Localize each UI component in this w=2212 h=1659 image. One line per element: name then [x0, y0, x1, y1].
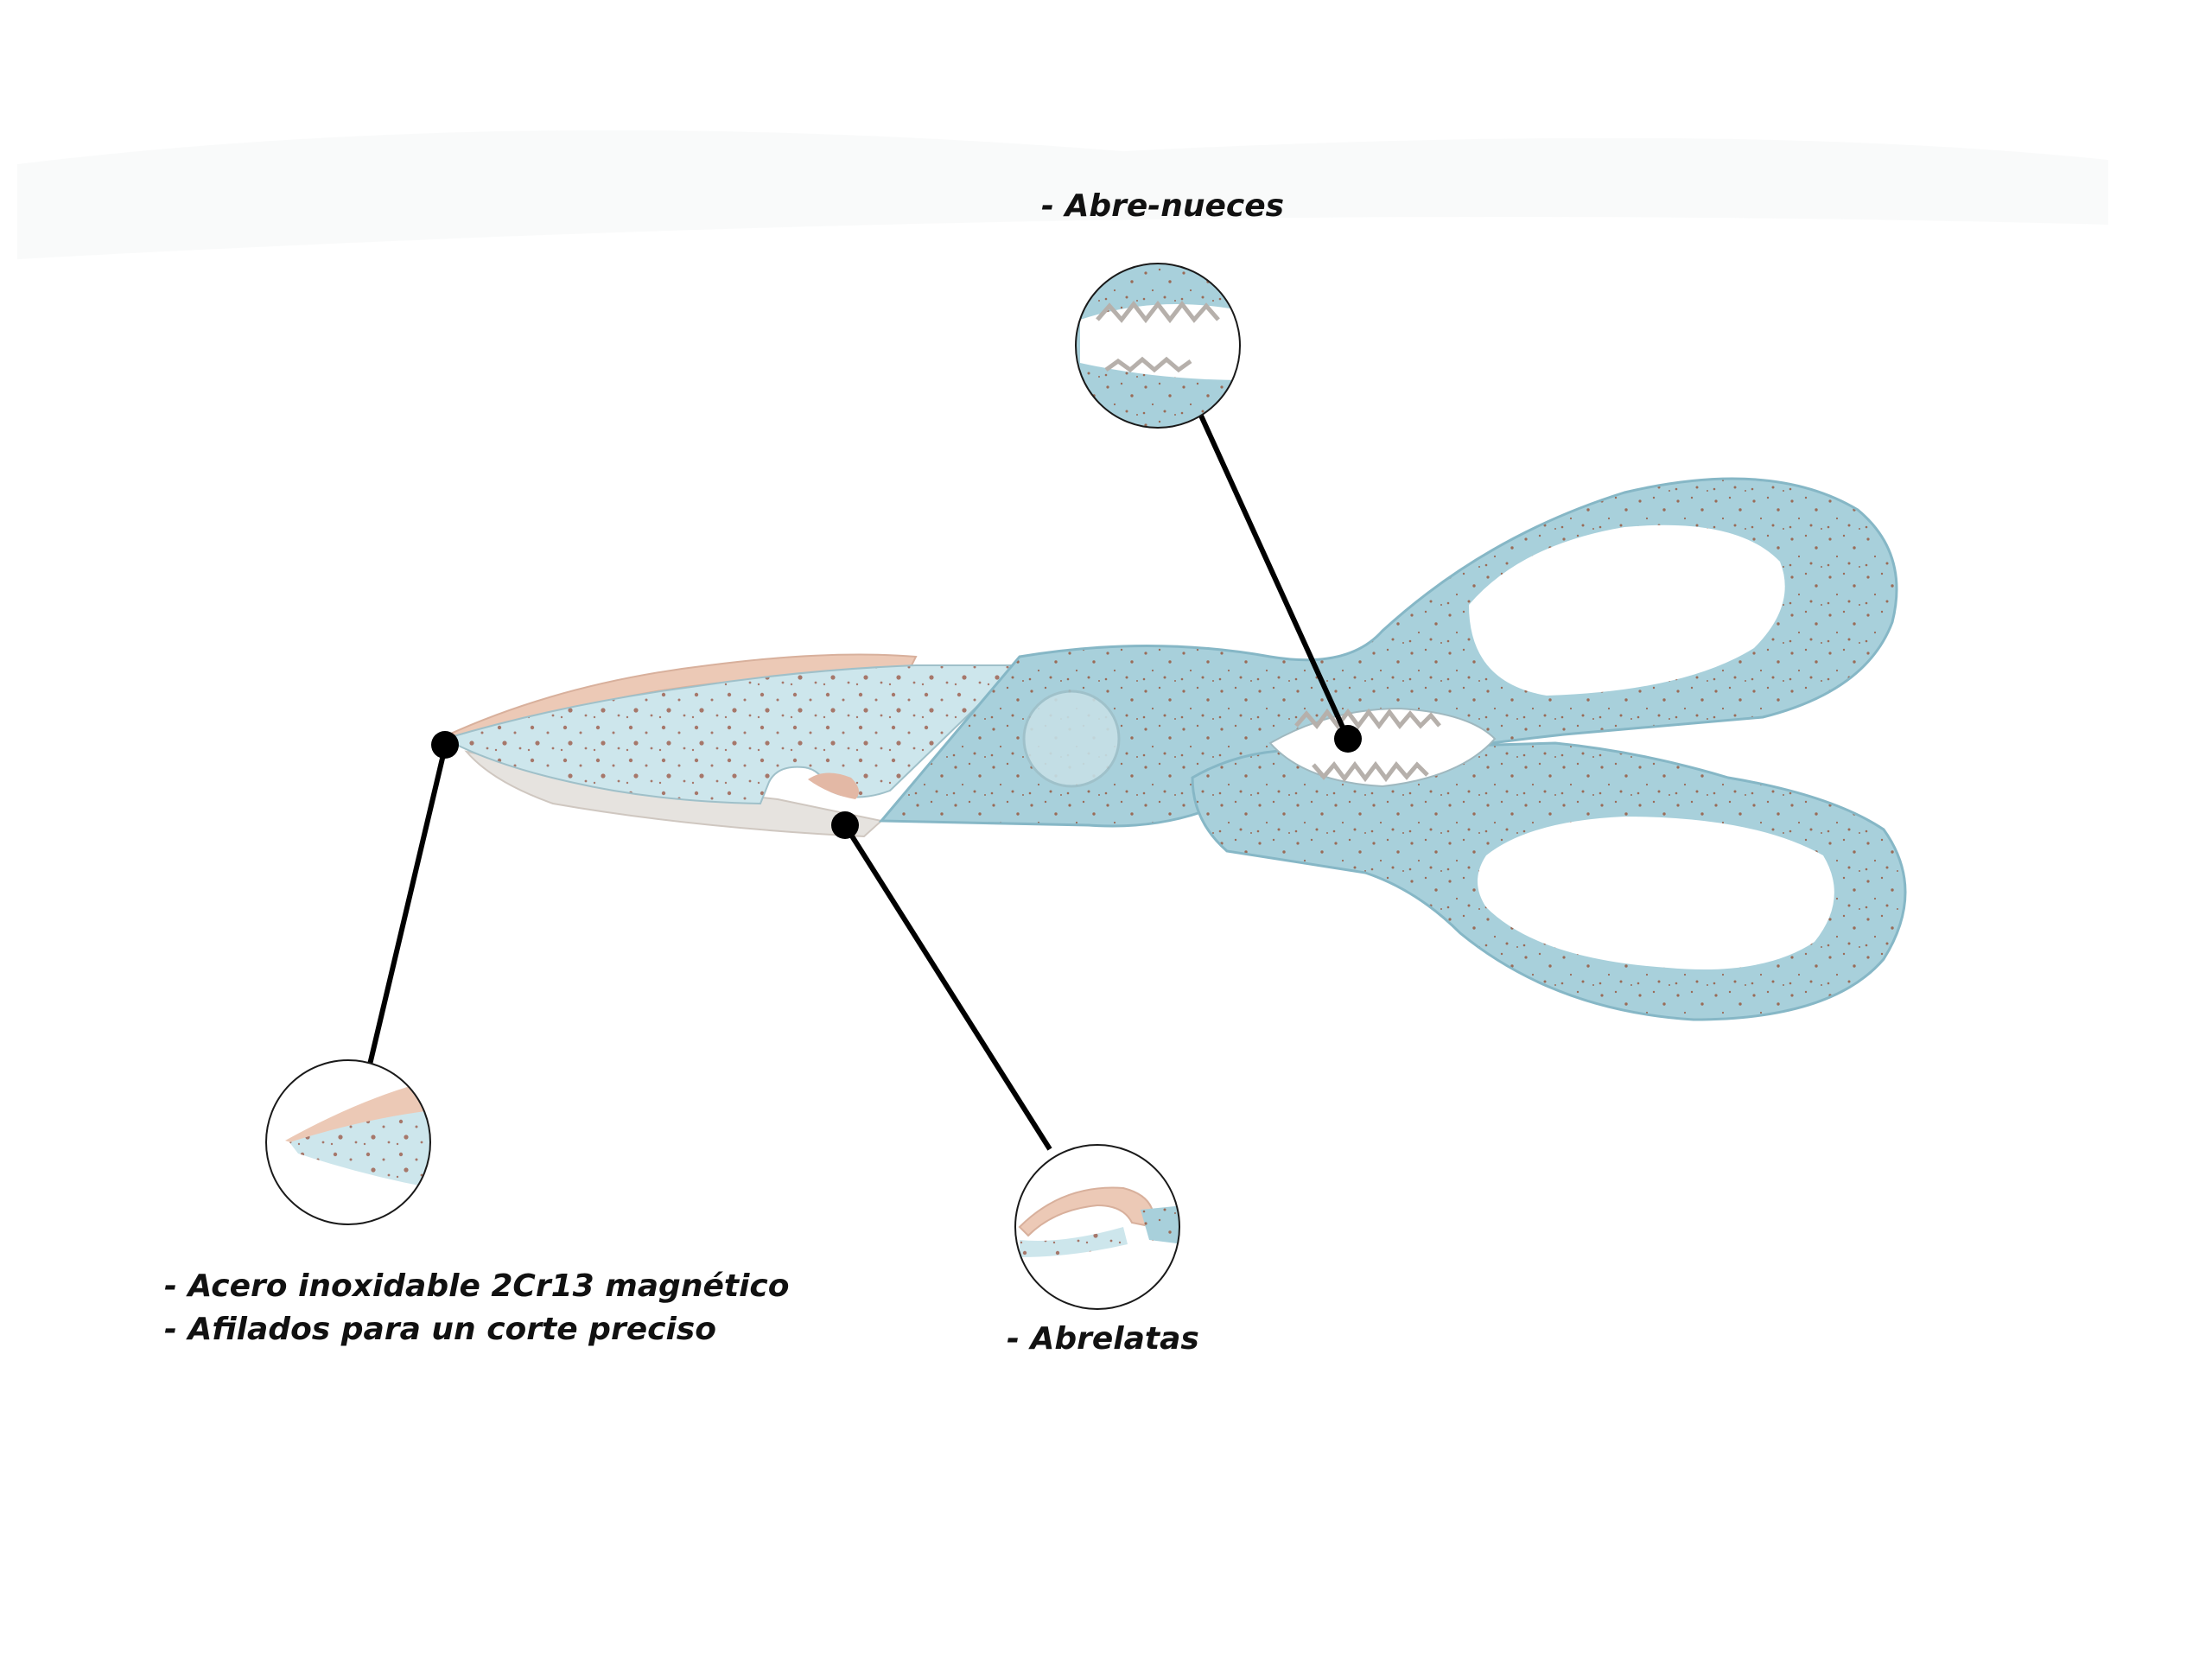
blade-sharpness-label: - Afilados para un corte preciso [164, 1312, 716, 1347]
blade-callout-line [367, 747, 448, 1065]
background-ghost [17, 130, 2108, 259]
kitchen-scissors-image [442, 477, 1907, 1021]
callout-connectors [367, 404, 1362, 1151]
lower-finger-hole [1478, 817, 1834, 969]
can-callout-line [842, 823, 1052, 1151]
pivot-rivet [1022, 690, 1121, 788]
can-opener-detail [1014, 1144, 1180, 1310]
blade-material-label: - Acero inoxidable 2Cr13 magnético [164, 1268, 790, 1304]
can-opener-label: - Abrelatas [1007, 1321, 1199, 1357]
nut-callout-line [1194, 404, 1351, 741]
blade-feature-labels: - Acero inoxidable 2Cr13 magnético - Afi… [164, 1265, 789, 1351]
nut-cracker-detail [1075, 263, 1241, 429]
blade-detail [265, 1059, 431, 1225]
nut-cracker-teeth-top [1294, 708, 1441, 730]
nut-cracker-opening [1268, 707, 1497, 788]
upper-finger-hole [1469, 524, 1785, 696]
nut-callout-dot [1334, 725, 1362, 753]
can-opener-notch [808, 772, 859, 799]
can-callout-dot [831, 811, 859, 839]
nut-cracker-teeth-bottom [1312, 760, 1429, 783]
nut-cracker-label: - Abre-nueces [1041, 188, 1285, 224]
blade-callout-dot [431, 731, 459, 759]
